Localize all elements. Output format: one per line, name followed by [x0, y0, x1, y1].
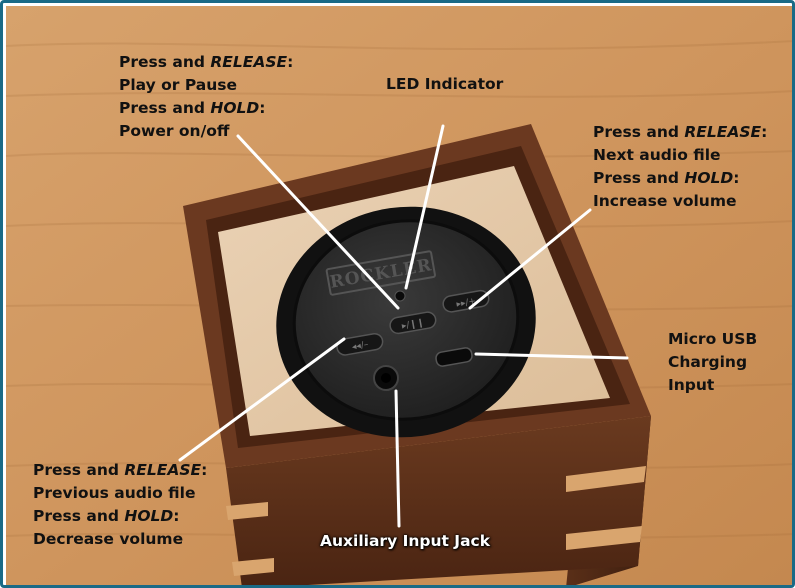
label-previous: Press and RELEASE: Previous audio file P… — [33, 461, 208, 548]
led-indicator — [394, 290, 406, 302]
label-micro-usb: Micro USB Charging Input — [668, 330, 758, 394]
box-front-face — [226, 416, 651, 585]
finger-joint-strip — [232, 558, 274, 576]
leader-line-play — [236, 134, 400, 310]
finger-joint-strip — [566, 466, 646, 492]
previous-button-label: ◂◂/– — [351, 340, 370, 353]
leader-line-previous — [178, 337, 346, 462]
leader-line-next — [468, 208, 592, 310]
label-play-pause: Press and RELEASE: Play or Pause Press a… — [119, 53, 294, 140]
speaker-unit: ROCKLER ◂◂/– ▸/❙❙ ▸▸/+ — [276, 206, 536, 438]
previous-button[interactable] — [336, 332, 384, 356]
finger-joint-strip — [566, 526, 642, 550]
label-aux-jack: Auxiliary Input Jack — [320, 532, 491, 550]
product-photo: ROCKLER ◂◂/– ▸/❙❙ ▸▸/+ — [5, 6, 792, 585]
leader-lines — [178, 124, 629, 528]
leader-line-led — [404, 124, 445, 290]
next-button[interactable] — [442, 289, 490, 313]
label-led-indicator: LED Indicator — [386, 75, 504, 93]
leader-line-usb — [474, 352, 629, 360]
label-next: Press and RELEASE: Next audio file Press… — [593, 123, 768, 210]
speaker-box-illustration: ROCKLER ◂◂/– ▸/❙❙ ▸▸/+ — [5, 6, 792, 585]
play-pause-button-label: ▸/❙❙ — [401, 318, 425, 332]
leader-line-aux — [394, 389, 401, 528]
finger-joint-strip — [226, 502, 268, 520]
play-pause-button[interactable] — [389, 311, 437, 335]
micro-usb-port[interactable] — [435, 347, 473, 367]
